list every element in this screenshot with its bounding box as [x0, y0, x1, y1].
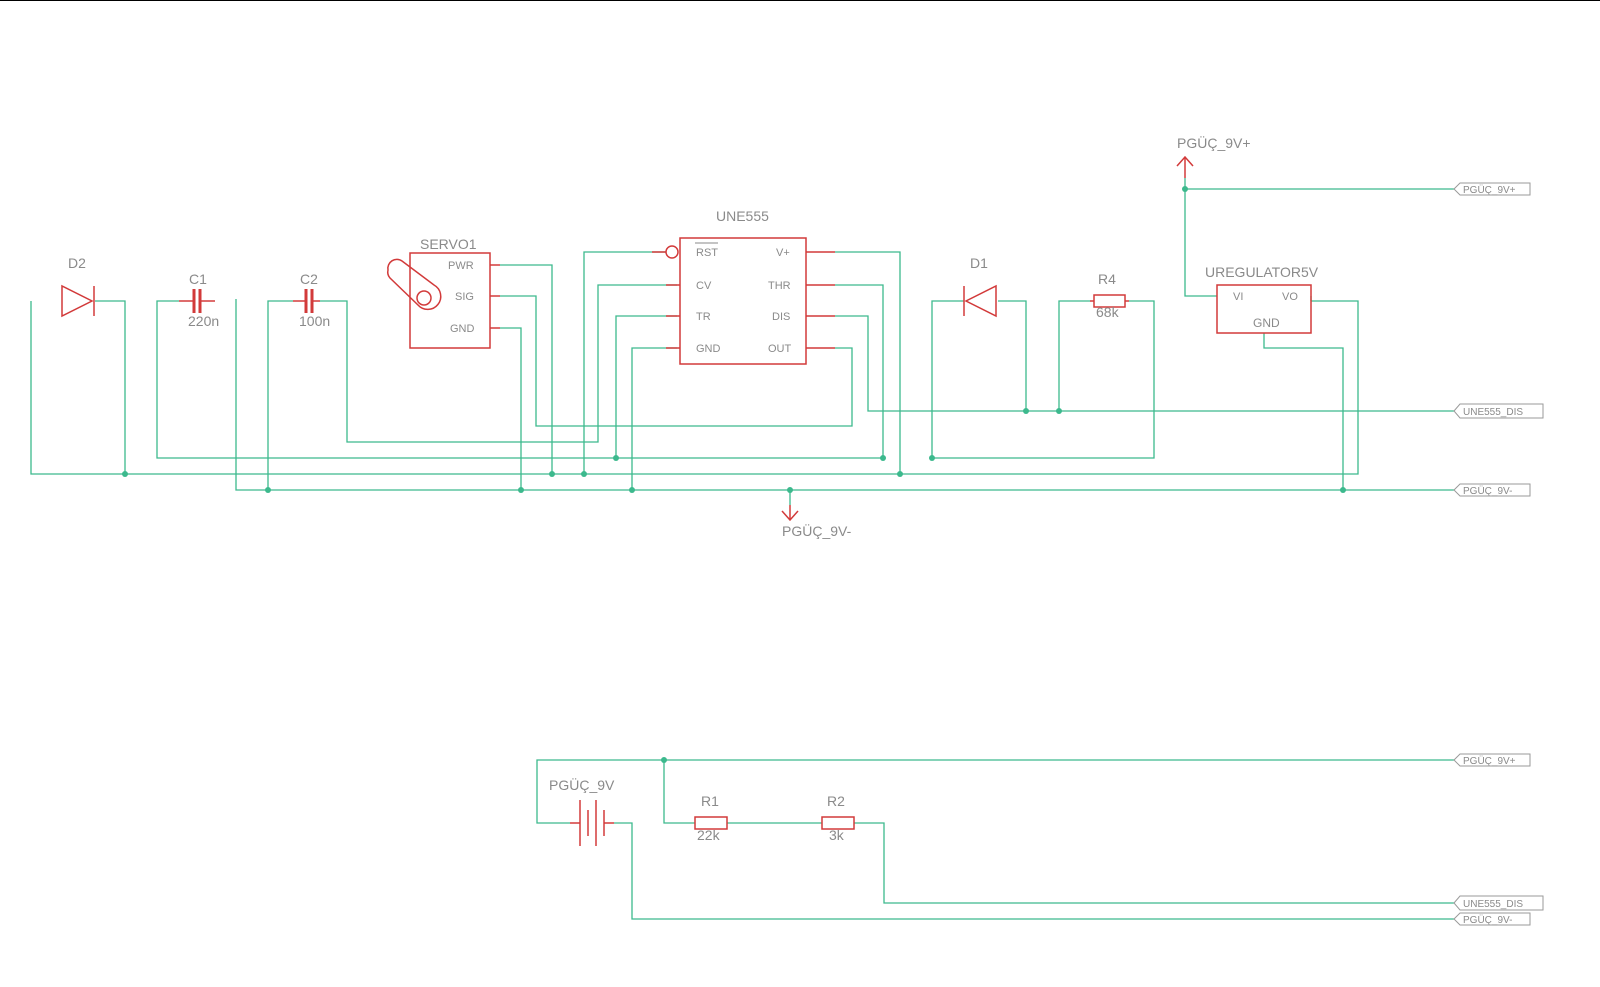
reg-pin-vo: VO — [1282, 291, 1298, 303]
wires-bottom-circuit — [536, 757, 1454, 920]
diode-d2: D2 — [61, 255, 95, 318]
battery-ref: PGÜÇ_9V — [549, 776, 615, 793]
svg-text:PGÜÇ_9V+: PGÜÇ_9V+ — [1463, 755, 1516, 767]
c2-ref: C2 — [300, 271, 318, 287]
svg-text:PGÜÇ_9V-: PGÜÇ_9V- — [1463, 485, 1512, 497]
ic555-pin-dis: DIS — [772, 311, 790, 323]
servo-pin-pwr: PWR — [448, 260, 474, 272]
net-label-bottom-dis: UNE555_DIS — [1453, 895, 1544, 911]
r1-value: 22k — [697, 827, 721, 843]
resistor-r2: R2 3k — [821, 793, 855, 843]
r4-value: 68k — [1096, 304, 1120, 320]
net-label-bottom-vplus: PGÜÇ_9V+ — [1453, 753, 1531, 767]
c2-value: 100n — [299, 313, 330, 329]
servo-pin-gnd: GND — [450, 323, 475, 335]
r1-ref: R1 — [701, 793, 719, 809]
power-vminus-label: PGÜÇ_9V- — [782, 522, 852, 539]
power-symbol-vplus: PGÜÇ_9V+ — [1176, 134, 1251, 178]
ic555-pin-vplus: V+ — [776, 247, 790, 259]
ic555-pin-tr: TR — [696, 311, 711, 323]
diode-d1: D1 — [963, 255, 997, 318]
regulator-uregulator5v: VI VO GND UREGULATOR5V — [1205, 264, 1319, 334]
resistor-r1: R1 22k — [694, 793, 728, 843]
battery-pguc-9v: PGÜÇ_9V — [549, 776, 615, 846]
r2-value: 3k — [829, 827, 845, 843]
net-label-top-dis: UNE555_DIS — [1453, 403, 1544, 419]
ic555-pin-thr: THR — [768, 280, 791, 292]
ic555-ref: UNE555 — [716, 208, 769, 224]
wires-top-circuit — [30, 178, 1454, 505]
svg-text:PGÜÇ_9V+: PGÜÇ_9V+ — [1463, 184, 1516, 196]
servo-ref: SERVO1 — [420, 236, 477, 252]
servo-servo1: PWR SIG GND SERVO1 — [387, 236, 500, 349]
svg-text:UNE555_DIS: UNE555_DIS — [1463, 899, 1523, 910]
ic555-pin-cv: CV — [696, 280, 712, 292]
capacitor-c2: C2 100n — [293, 271, 330, 329]
svg-text:UNE555_DIS: UNE555_DIS — [1463, 407, 1523, 418]
svg-text:PGÜÇ_9V-: PGÜÇ_9V- — [1463, 914, 1512, 926]
r4-ref: R4 — [1098, 271, 1116, 287]
reg-pin-gnd: GND — [1253, 316, 1280, 330]
net-label-bottom-vminus: PGÜÇ_9V- — [1453, 912, 1531, 926]
servo-pin-sig: SIG — [455, 291, 474, 303]
r2-ref: R2 — [827, 793, 845, 809]
ic555-pin-gnd: GND — [696, 343, 721, 355]
d1-ref: D1 — [970, 255, 988, 271]
net-label-top-vminus: PGÜÇ_9V- — [1453, 483, 1531, 497]
resistor-r4: R4 68k — [1090, 271, 1129, 320]
net-label-top-vplus: PGÜÇ_9V+ — [1453, 182, 1531, 196]
junctions-top — [122, 186, 1346, 493]
ic555-pin-out: OUT — [768, 343, 792, 355]
regulator-ref: UREGULATOR5V — [1205, 264, 1319, 280]
c1-ref: C1 — [189, 271, 207, 287]
ic-une555: RST CV TR GND V+ THR DIS OUT UNE555 — [652, 208, 835, 365]
power-symbol-vminus: PGÜÇ_9V- — [781, 505, 852, 539]
servo-horn-icon — [387, 258, 442, 311]
ic555-pin-rst: RST — [696, 247, 718, 259]
power-vplus-label: PGÜÇ_9V+ — [1177, 134, 1251, 151]
reg-pin-vi: VI — [1233, 291, 1243, 303]
d2-ref: D2 — [68, 255, 86, 271]
c1-value: 220n — [188, 313, 219, 329]
capacitor-c1: C1 220n — [179, 271, 219, 329]
